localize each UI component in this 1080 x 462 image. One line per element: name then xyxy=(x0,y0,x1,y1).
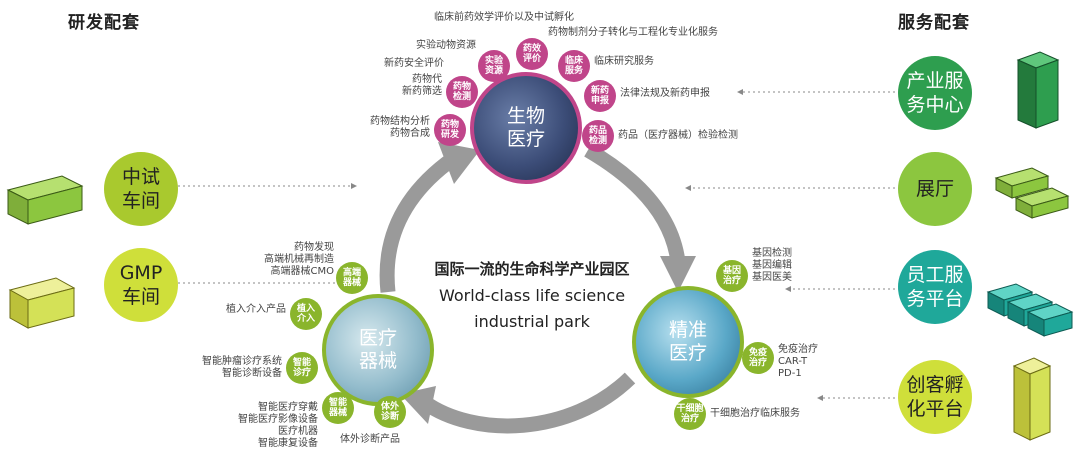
node-smart-diagnosis: 智能 诊疗 xyxy=(286,352,318,384)
arrowhead-precision xyxy=(660,256,696,292)
center-title-en-2: industrial park xyxy=(474,312,590,331)
label-regulation: 法律法规及新药申报 xyxy=(620,88,710,99)
precision-medical-hub: 精准 医疗 xyxy=(632,286,744,398)
label-preclinical: 临床前药效学评价以及中试孵化 xyxy=(434,12,574,23)
box-staff-icon xyxy=(986,283,1074,337)
bio-medical-hub: 生物 医疗 xyxy=(470,72,582,184)
label-high-end-services: 药物发现 高端机械再制造 高端器械CMO xyxy=(264,242,334,277)
node-drug-rnd: 药物 研发 xyxy=(434,114,466,146)
center-title-cn: 国际一流的生命科学产业园区 xyxy=(434,260,630,278)
node-smart-device: 智能 器械 xyxy=(322,392,354,424)
arrow-device-to-bio xyxy=(379,151,459,293)
label-lab-animals: 实验动物资源 xyxy=(416,40,476,51)
box-service-icon xyxy=(1016,51,1060,129)
label-smart-diagnosis-systems: 智能肿瘤诊疗系统 智能诊断设备 xyxy=(202,356,282,379)
right-header: 服务配套 xyxy=(898,13,970,33)
label-ivd-products: 体外诊断产品 xyxy=(340,434,400,445)
gmp-workshop-circle: GMP 车间 xyxy=(104,248,178,322)
node-high-end-device: 高端 器械 xyxy=(336,262,368,294)
label-safety-eval: 新药安全评价 xyxy=(384,58,444,69)
arrowhead-bio xyxy=(438,142,480,184)
staff-service-circle: 员工服 务平台 xyxy=(898,250,972,324)
node-stem-cell-therapy: 干细胞 治疗 xyxy=(674,398,706,430)
label-formulation: 药物制剂分子转化与工程化专业化服务 xyxy=(548,27,718,38)
label-inspection: 药品（医疗器械）检验检测 xyxy=(618,130,738,141)
node-implant-intervention: 植入 介入 xyxy=(290,298,322,330)
dotted-connectors xyxy=(178,89,900,401)
label-stem-cell-services: 干细胞治疗临床服务 xyxy=(710,408,800,419)
box-pilot-icon xyxy=(6,175,84,225)
label-drug-structure: 药物结构分析 药物合成 xyxy=(370,116,430,139)
node-new-drug-filing: 新药 申报 xyxy=(584,80,616,112)
label-implant-products: 植入介入产品 xyxy=(226,304,286,315)
service-center-circle: 产业服 务中心 xyxy=(898,56,972,130)
label-clinical-research: 临床研究服务 xyxy=(594,56,654,67)
pilot-workshop-circle: 中试 车间 xyxy=(104,152,178,226)
label-drug-screening: 药物代 新药筛选 xyxy=(402,74,442,97)
box-gmp-icon xyxy=(8,277,76,329)
medical-device-hub: 医疗 器械 xyxy=(322,294,434,406)
box-maker-icon xyxy=(1012,357,1052,441)
maker-incubator-circle: 创客孵 化平台 xyxy=(898,360,972,434)
node-lab-resources: 实验 资源 xyxy=(478,50,510,82)
exhibition-hall-circle: 展厅 xyxy=(898,152,972,226)
node-drug-testing: 药物 检测 xyxy=(446,76,478,108)
arrow-precision-to-device xyxy=(419,372,636,434)
node-clinical-services: 临床 服务 xyxy=(558,50,590,82)
node-in-vitro-diagnosis: 体外 诊断 xyxy=(374,396,406,428)
node-gene-therapy: 基因 治疗 xyxy=(716,260,748,292)
center-title-en-1: World-class life science xyxy=(438,286,626,305)
node-drug-inspection: 药品 检测 xyxy=(582,120,614,152)
label-gene-services: 基因检测 基因编辑 基因医美 xyxy=(752,248,792,283)
node-immunotherapy: 免疫 治疗 xyxy=(742,342,774,374)
box-hall-icon xyxy=(994,167,1070,219)
arrow-bio-to-precision xyxy=(584,143,686,264)
node-efficacy-eval: 药效 评价 xyxy=(516,38,548,70)
cycle-arrows xyxy=(379,143,686,434)
left-header: 研发配套 xyxy=(68,13,140,33)
label-immuno-services: 免疫治疗 CAR-T PD-1 xyxy=(778,344,818,379)
label-smart-device-products: 智能医疗穿戴 智能医疗影像设备 医疗机器 智能康复设备 xyxy=(238,402,318,449)
